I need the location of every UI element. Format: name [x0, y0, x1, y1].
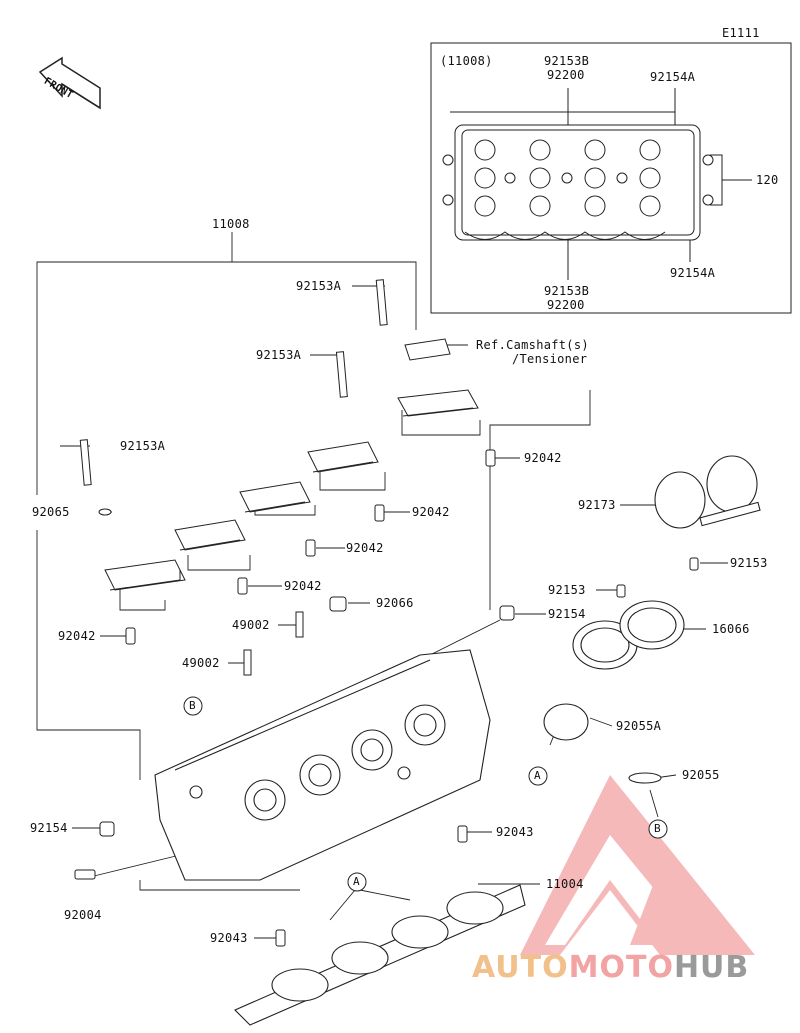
watermark-part-2: MOTO	[568, 950, 674, 985]
label-bolt-top: 92153A	[296, 279, 342, 293]
label-screw-small: 92153	[548, 583, 586, 597]
label-dowel-5: 92042	[58, 629, 96, 643]
label-dowel-2: 92042	[412, 505, 450, 519]
label-gasket: 11004	[546, 877, 584, 891]
watermark-logo	[520, 775, 755, 955]
throttle-holders	[543, 455, 761, 784]
cylinder-head	[154, 649, 491, 881]
front-arrow-icon	[38, 56, 101, 110]
inset-code: (11008)	[440, 54, 493, 68]
label-guide-1: 49002	[232, 618, 270, 632]
label-stud: 92004	[64, 908, 102, 922]
callout-a2: A	[353, 875, 360, 888]
label-assembly: 11008	[212, 217, 250, 231]
label-oring-large: 92055A	[616, 719, 662, 733]
label-washer: 92065	[32, 505, 70, 519]
head-gasket	[234, 884, 526, 1026]
label-holder: 16066	[712, 622, 750, 636]
label-ref-line1: Ref.Camshaft(s)	[476, 338, 589, 352]
inset-frame	[430, 42, 792, 314]
inset-right-mid: 120	[756, 173, 779, 187]
label-dowel-1: 92042	[524, 451, 562, 465]
label-dowel-4: 92042	[284, 579, 322, 593]
watermark-part-3: HUB	[673, 950, 750, 985]
callout-circles	[183, 696, 668, 892]
inset-head-top-view	[442, 88, 752, 280]
label-bolt-mid: 92153A	[256, 348, 302, 362]
label-screw-right: 92153	[730, 556, 768, 570]
inset-right-top: 92154A	[650, 70, 696, 84]
inset-top-part-1: 92153B	[544, 54, 590, 68]
inset-bottom-part-1: 92153B	[544, 284, 590, 298]
inset-bottom-part-2: 92200	[547, 298, 585, 312]
callout-b1: B	[189, 699, 196, 712]
label-bolt-left: 92153A	[120, 439, 166, 453]
watermark-part-1: AUTO	[472, 950, 569, 985]
ref-code: E1111	[722, 26, 760, 40]
inset-right-bottom: 92154A	[670, 266, 716, 280]
callout-a1: A	[534, 769, 541, 782]
watermark-text: AUTOMOTOHUB	[472, 950, 749, 985]
label-dowel-3: 92042	[346, 541, 384, 555]
label-pin-lower: 92043	[496, 825, 534, 839]
label-ref-line2: /Tensioner	[512, 352, 588, 366]
bolts-and-dowels	[74, 279, 699, 947]
cam-caps	[104, 338, 479, 591]
callout-b2: B	[654, 822, 661, 835]
label-plug-left: 92154	[30, 821, 68, 835]
label-plug-right: 92154	[548, 607, 586, 621]
label-cap: 92066	[376, 596, 414, 610]
label-pin-bottom: 92043	[210, 931, 248, 945]
label-oring-small: 92055	[682, 768, 720, 782]
label-guide-2: 49002	[182, 656, 220, 670]
inset-top-part-2: 92200	[547, 68, 585, 82]
label-clamp: 92173	[578, 498, 616, 512]
